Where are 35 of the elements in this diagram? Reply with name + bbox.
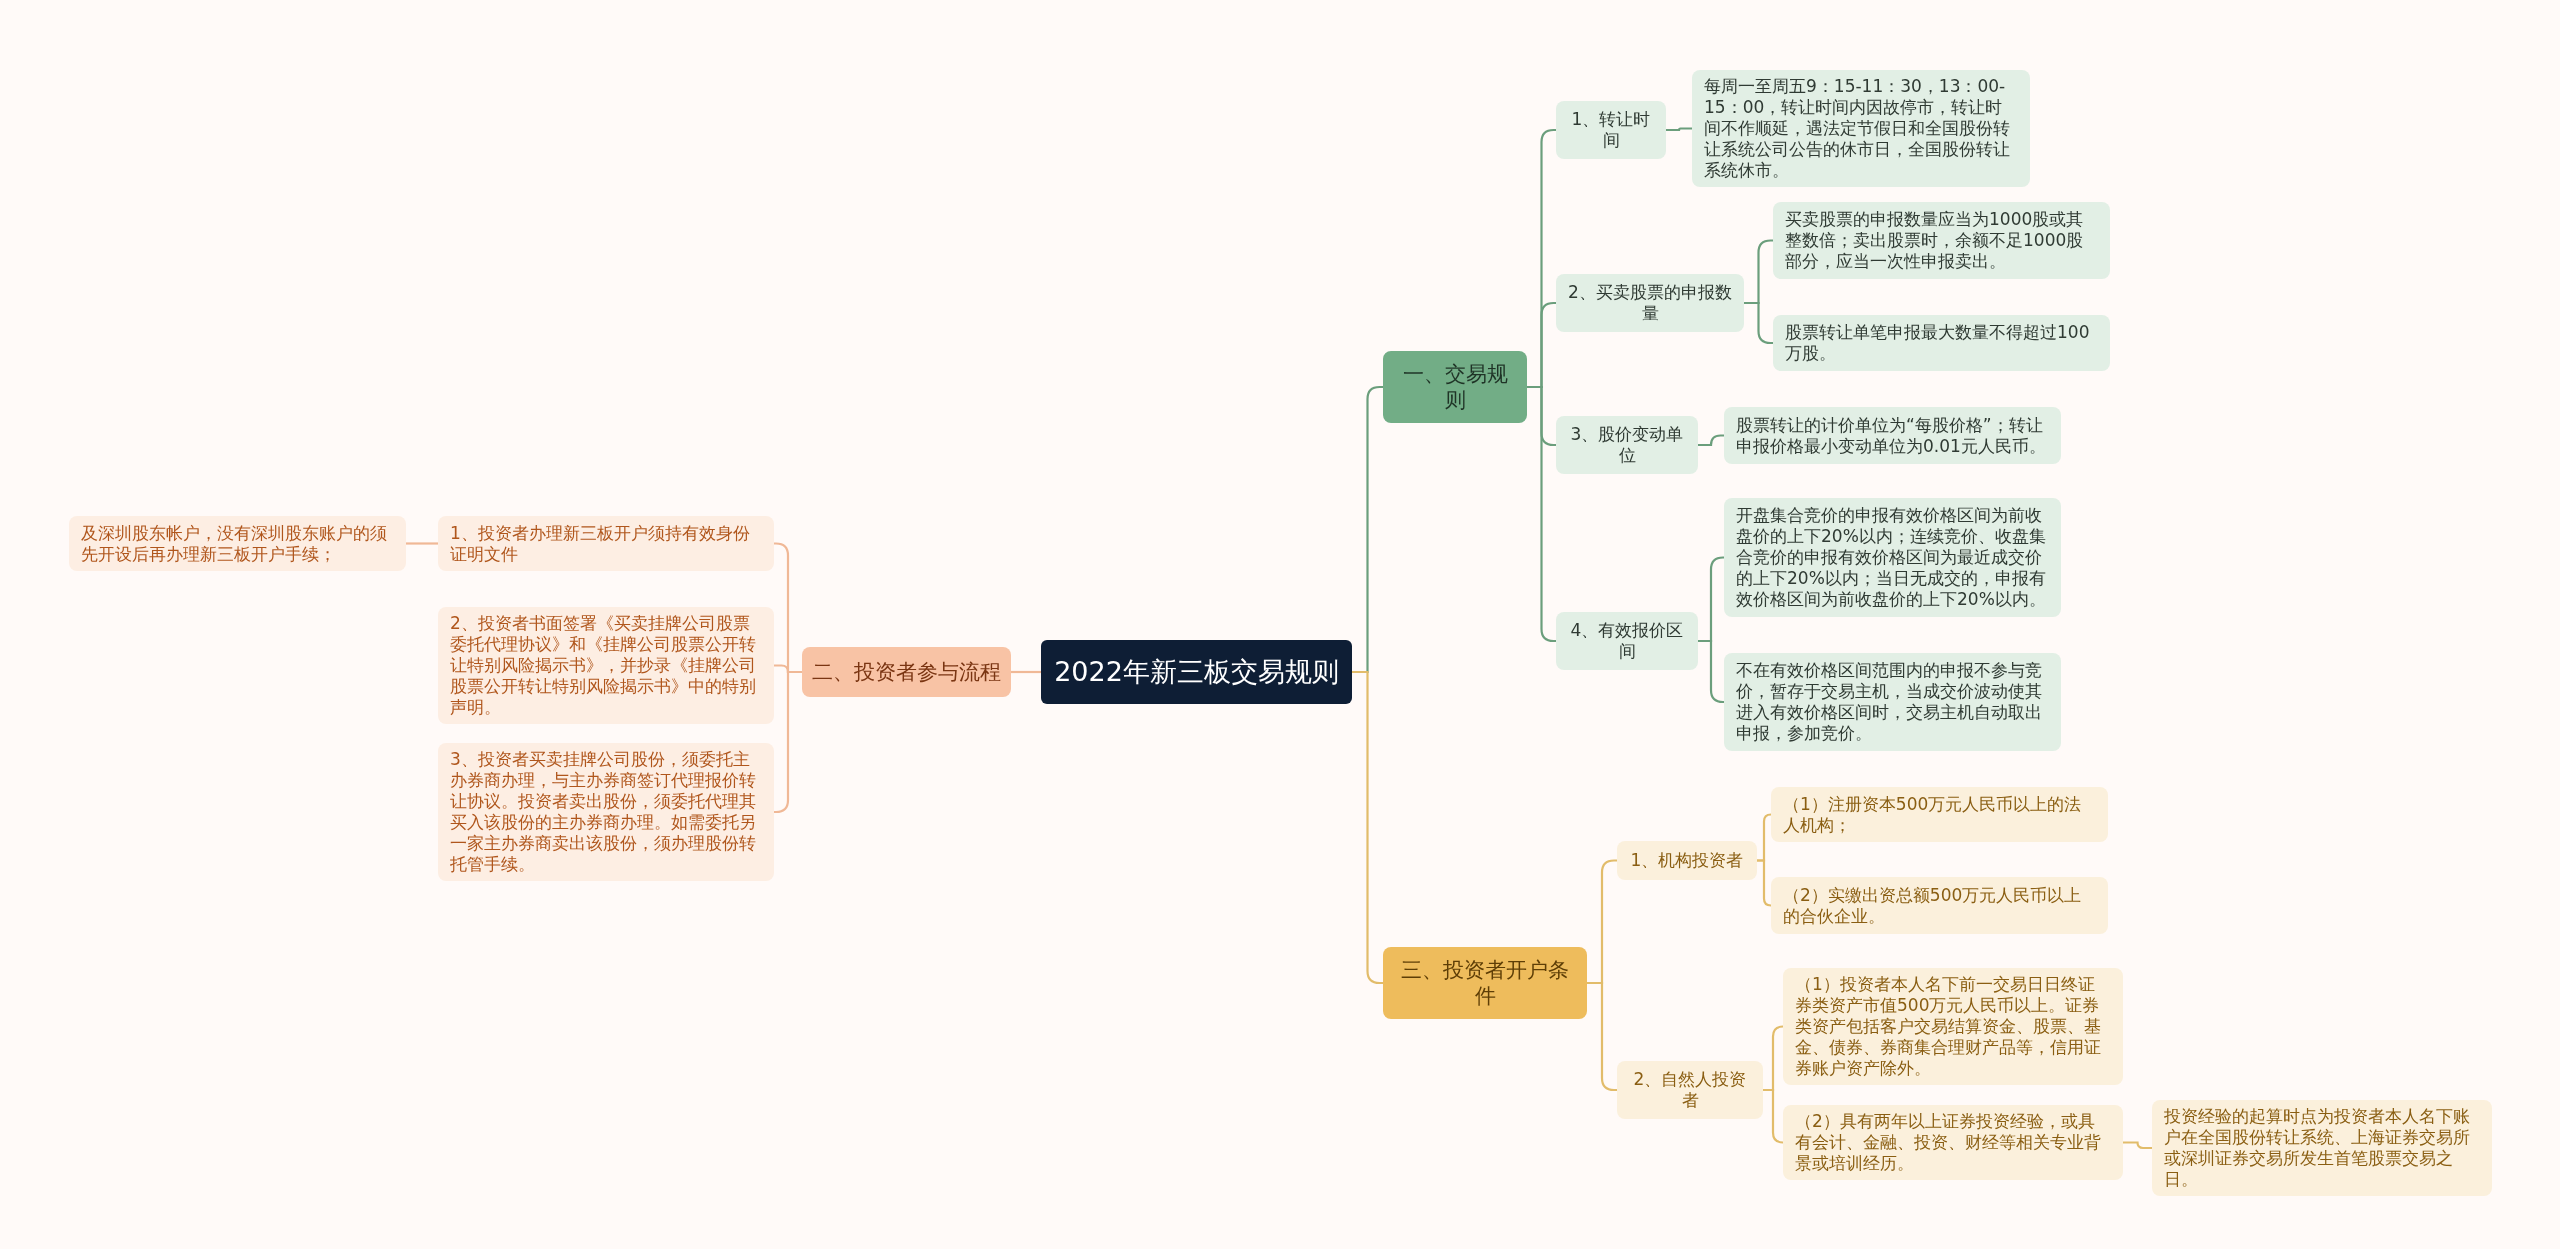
note-box: 买卖股票的申报数量应当为1000股或其整数倍；卖出股票时，余额不足1000股部分，应当一次性申报卖出。 xyxy=(1773,202,2110,279)
connector-line xyxy=(1763,1088,1785,1144)
note-box: 股票转让的计价单位为“每股价格”；转让申报价格最小变动单位为0.01元人民币。 xyxy=(1724,407,2061,464)
note-box: （2）实缴出资总额500万元人民币以上的合伙企业。 xyxy=(1771,877,2108,934)
connector-line xyxy=(1698,434,1724,447)
branch-topic: 二、投资者参与流程 xyxy=(802,647,1011,697)
note-box: 3、投资者买卖挂牌公司股份，须委托主办券商办理，与主办券商签订代理报价转让协议。投资者卖出股份，须委托代理其买入该股份的主办券商办理。如需委托另一家主办券商卖出该股份，须办理股份转托管手续。 xyxy=(438,743,774,881)
note-box: 投资经验的起算时点为投资者本人名下账户在全国股份转让系统、上海证券交易所或深圳证券交易所发生首笔股票交易之日。 xyxy=(2152,1100,2492,1196)
subtopic-box: 1、机构投资者 xyxy=(1617,841,1757,880)
connector-line xyxy=(1666,127,1692,132)
note-box: 及深圳股东帐户，没有深圳股东账户的须先开设后再办理新三板开户手续； xyxy=(69,516,406,571)
root-topic: 2022年新三板交易规则 xyxy=(1041,640,1352,704)
connector-line xyxy=(1587,981,1617,1092)
note-box: 不在有效价格区间范围内的申报不参与竞价，暂存于交易主机，当成交价波动使其进入有效价格区间时，交易主机自动取出申报，参加竞价。 xyxy=(1724,653,2061,751)
connector-line xyxy=(1011,670,1041,674)
subtopic-box: 2、买卖股票的申报数量 xyxy=(1556,274,1744,332)
subtopic-box: 4、有效报价区间 xyxy=(1556,612,1698,670)
note-box: （1）投资者本人名下前一交易日日终证券类资产市值500万元人民币以上。证券类资产包括客户交易结算资金、股票、基金、债券、券商集合理财产品等，信用证券账户资产除外。 xyxy=(1783,968,2123,1085)
connector-line xyxy=(1744,301,1773,345)
subtopic-box: 3、股价变动单位 xyxy=(1556,416,1698,474)
note-box: 1、投资者办理新三板开户须持有效身份证明文件 xyxy=(438,516,774,571)
subtopic-box: 2、自然人投资者 xyxy=(1617,1061,1763,1119)
note-box: 2、投资者书面签署《买卖挂牌公司股票委托代理协议》和《挂牌公司股票公开转让特别风险揭示书》，并抄录《挂牌公司股票公开转让特别风险揭示书》中的特别声明。 xyxy=(438,607,774,724)
note-box: （2）具有两年以上证券投资经验，或具有会计、金融、投资、财经等相关专业背景或培训经历。 xyxy=(1783,1105,2123,1180)
branch-topic: 三、投资者开户条件 xyxy=(1383,947,1587,1019)
branch-topic: 一、交易规则 xyxy=(1383,351,1527,423)
connector-line xyxy=(1698,639,1725,704)
note-box: 股票转让单笔申报最大数量不得超过100万股。 xyxy=(1773,315,2110,371)
connector-line xyxy=(2123,1141,2152,1150)
connector-line xyxy=(1757,859,1773,907)
note-box: （1）注册资本500万元人民币以上的法人机构； xyxy=(1771,787,2108,842)
note-box: 每周一至周五9：15-11：30，13：00-15：00，转让时间内因故停市，转让时间不作顺延，遇法定节假日和全国股份转让系统公司公告的休市日，全国股份转让系统休市。 xyxy=(1692,70,2030,187)
subtopic-box: 1、转让时间 xyxy=(1556,101,1666,159)
note-box: 开盘集合竞价的申报有效价格区间为前收盘价的上下20%以内；连续竞价、收盘集合竞价的申报有效价格区间为最近成交价的上下20%以内；当日无成交的，申报有效价格区间为前收盘价的上下20%以内。 xyxy=(1724,498,2061,617)
connector-line xyxy=(406,542,438,545)
